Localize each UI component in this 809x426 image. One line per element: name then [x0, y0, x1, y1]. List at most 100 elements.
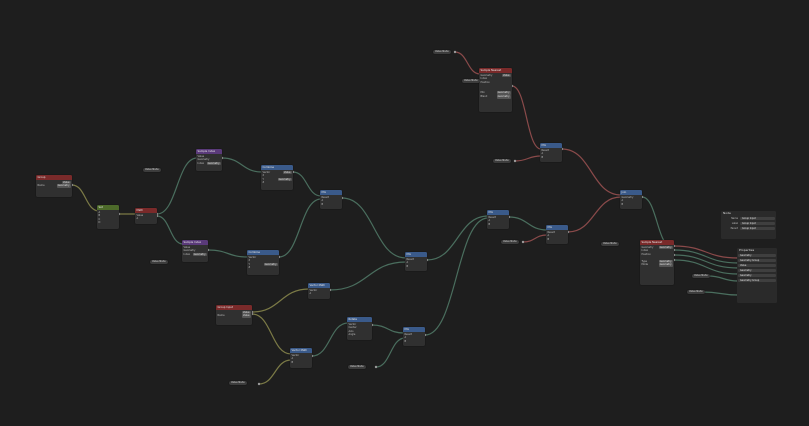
- node-row[interactable]: Vector: [310, 289, 329, 293]
- node-row[interactable]: A: [292, 357, 311, 361]
- node-header[interactable]: Sample Nearest: [640, 240, 674, 245]
- node-header[interactable]: Mix: [540, 143, 562, 148]
- node-row[interactable]: Vector: [292, 354, 311, 358]
- node-row[interactable]: A: [310, 292, 329, 296]
- node-header[interactable]: Combine: [247, 250, 279, 255]
- group-item[interactable]: Geometry Group: [738, 278, 776, 283]
- group-item[interactable]: Geometry: [738, 273, 776, 278]
- node-header[interactable]: Vector Math: [308, 283, 330, 288]
- node-row[interactable]: Result: [407, 258, 426, 262]
- node-row[interactable]: Result: [405, 333, 424, 337]
- group-item[interactable]: Geometry Group: [738, 258, 776, 263]
- node-header[interactable]: Mix: [403, 327, 425, 332]
- node-row[interactable]: A: [99, 211, 118, 215]
- value-node-pill[interactable]: Value Node: [150, 260, 168, 264]
- node-row[interactable]: B: [407, 265, 426, 269]
- socket-value[interactable]: Geometry: [658, 245, 673, 250]
- socket-value[interactable]: Geometry: [658, 263, 673, 268]
- node-row[interactable]: Center: [349, 326, 371, 330]
- node-row[interactable]: X: [263, 174, 292, 178]
- socket-dot[interactable]: [513, 159, 517, 163]
- node-row[interactable]: B: [322, 203, 341, 207]
- group-item[interactable]: Geometry: [738, 253, 776, 258]
- prop-field[interactable]: Group Input: [740, 216, 775, 221]
- value-node-pill[interactable]: Value Node: [692, 274, 710, 278]
- node-row[interactable]: Angle: [349, 333, 371, 337]
- node-row[interactable]: Value: [137, 214, 156, 218]
- socket-value[interactable]: Geometry: [206, 161, 221, 166]
- value-node-pill[interactable]: Value Node: [493, 159, 511, 163]
- node-row[interactable]: Z: [249, 266, 278, 270]
- node-row[interactable]: Vector: [249, 256, 278, 260]
- value-node-pill[interactable]: Value Node: [143, 168, 161, 172]
- node-row[interactable]: C: [99, 218, 118, 222]
- node-row[interactable]: Index: [642, 249, 673, 253]
- node-header[interactable]: Sample Nearest: [479, 68, 512, 73]
- node-row[interactable]: A: [542, 152, 561, 156]
- node-row[interactable]: Result: [322, 196, 341, 200]
- node-row[interactable]: Index: [481, 77, 511, 81]
- node-row[interactable]: B: [542, 156, 561, 160]
- node-row[interactable]: Geometry: [198, 158, 221, 162]
- group-item[interactable]: Geometry: [738, 268, 776, 273]
- node-row[interactable]: B: [292, 361, 311, 365]
- node-row[interactable]: Vector: [349, 323, 371, 327]
- node-header[interactable]: Rotate: [347, 317, 372, 322]
- socket-value[interactable]: Geometry: [277, 177, 292, 182]
- node-header[interactable]: Mix: [546, 225, 568, 230]
- group-items-panel[interactable]: Properties Geometry Geometry Group Value…: [737, 248, 777, 303]
- node-row[interactable]: Value: [198, 155, 221, 159]
- node-row[interactable]: Result: [548, 231, 567, 235]
- value-node-pill[interactable]: Value Node: [229, 381, 247, 385]
- value-node-pill[interactable]: Value Node: [462, 79, 480, 83]
- node-header[interactable]: Group: [36, 175, 72, 180]
- node-row[interactable]: Z: [263, 181, 292, 185]
- socket-value[interactable]: Value: [241, 310, 251, 315]
- node-row[interactable]: A: [322, 199, 341, 203]
- node-row[interactable]: A: [489, 219, 508, 223]
- node-row[interactable]: Position: [642, 253, 673, 257]
- node-header[interactable]: Mix: [487, 210, 509, 215]
- socket-value[interactable]: Geometry: [263, 262, 278, 267]
- group-item[interactable]: Value: [738, 263, 776, 268]
- node-row[interactable]: B: [99, 214, 118, 218]
- node-row[interactable]: Value: [218, 310, 251, 315]
- socket-value[interactable]: Value: [282, 170, 292, 175]
- socket-value[interactable]: Geometry: [192, 252, 207, 257]
- socket-dot[interactable]: [521, 240, 525, 244]
- node-header[interactable]: Mix: [405, 252, 427, 257]
- node-row[interactable]: A: [137, 217, 156, 221]
- node-header[interactable]: Join: [620, 190, 642, 195]
- socket-dot[interactable]: [374, 365, 378, 369]
- node-row[interactable]: B: [405, 340, 424, 344]
- node-row[interactable]: Geometry: [184, 249, 207, 253]
- socket-value[interactable]: Geometry: [496, 95, 511, 99]
- node-row[interactable]: Position: [481, 81, 511, 85]
- value-node-pill[interactable]: Value Node: [687, 290, 705, 294]
- node-row[interactable]: Axis: [349, 330, 371, 334]
- socket-value[interactable]: Geometry: [658, 259, 673, 264]
